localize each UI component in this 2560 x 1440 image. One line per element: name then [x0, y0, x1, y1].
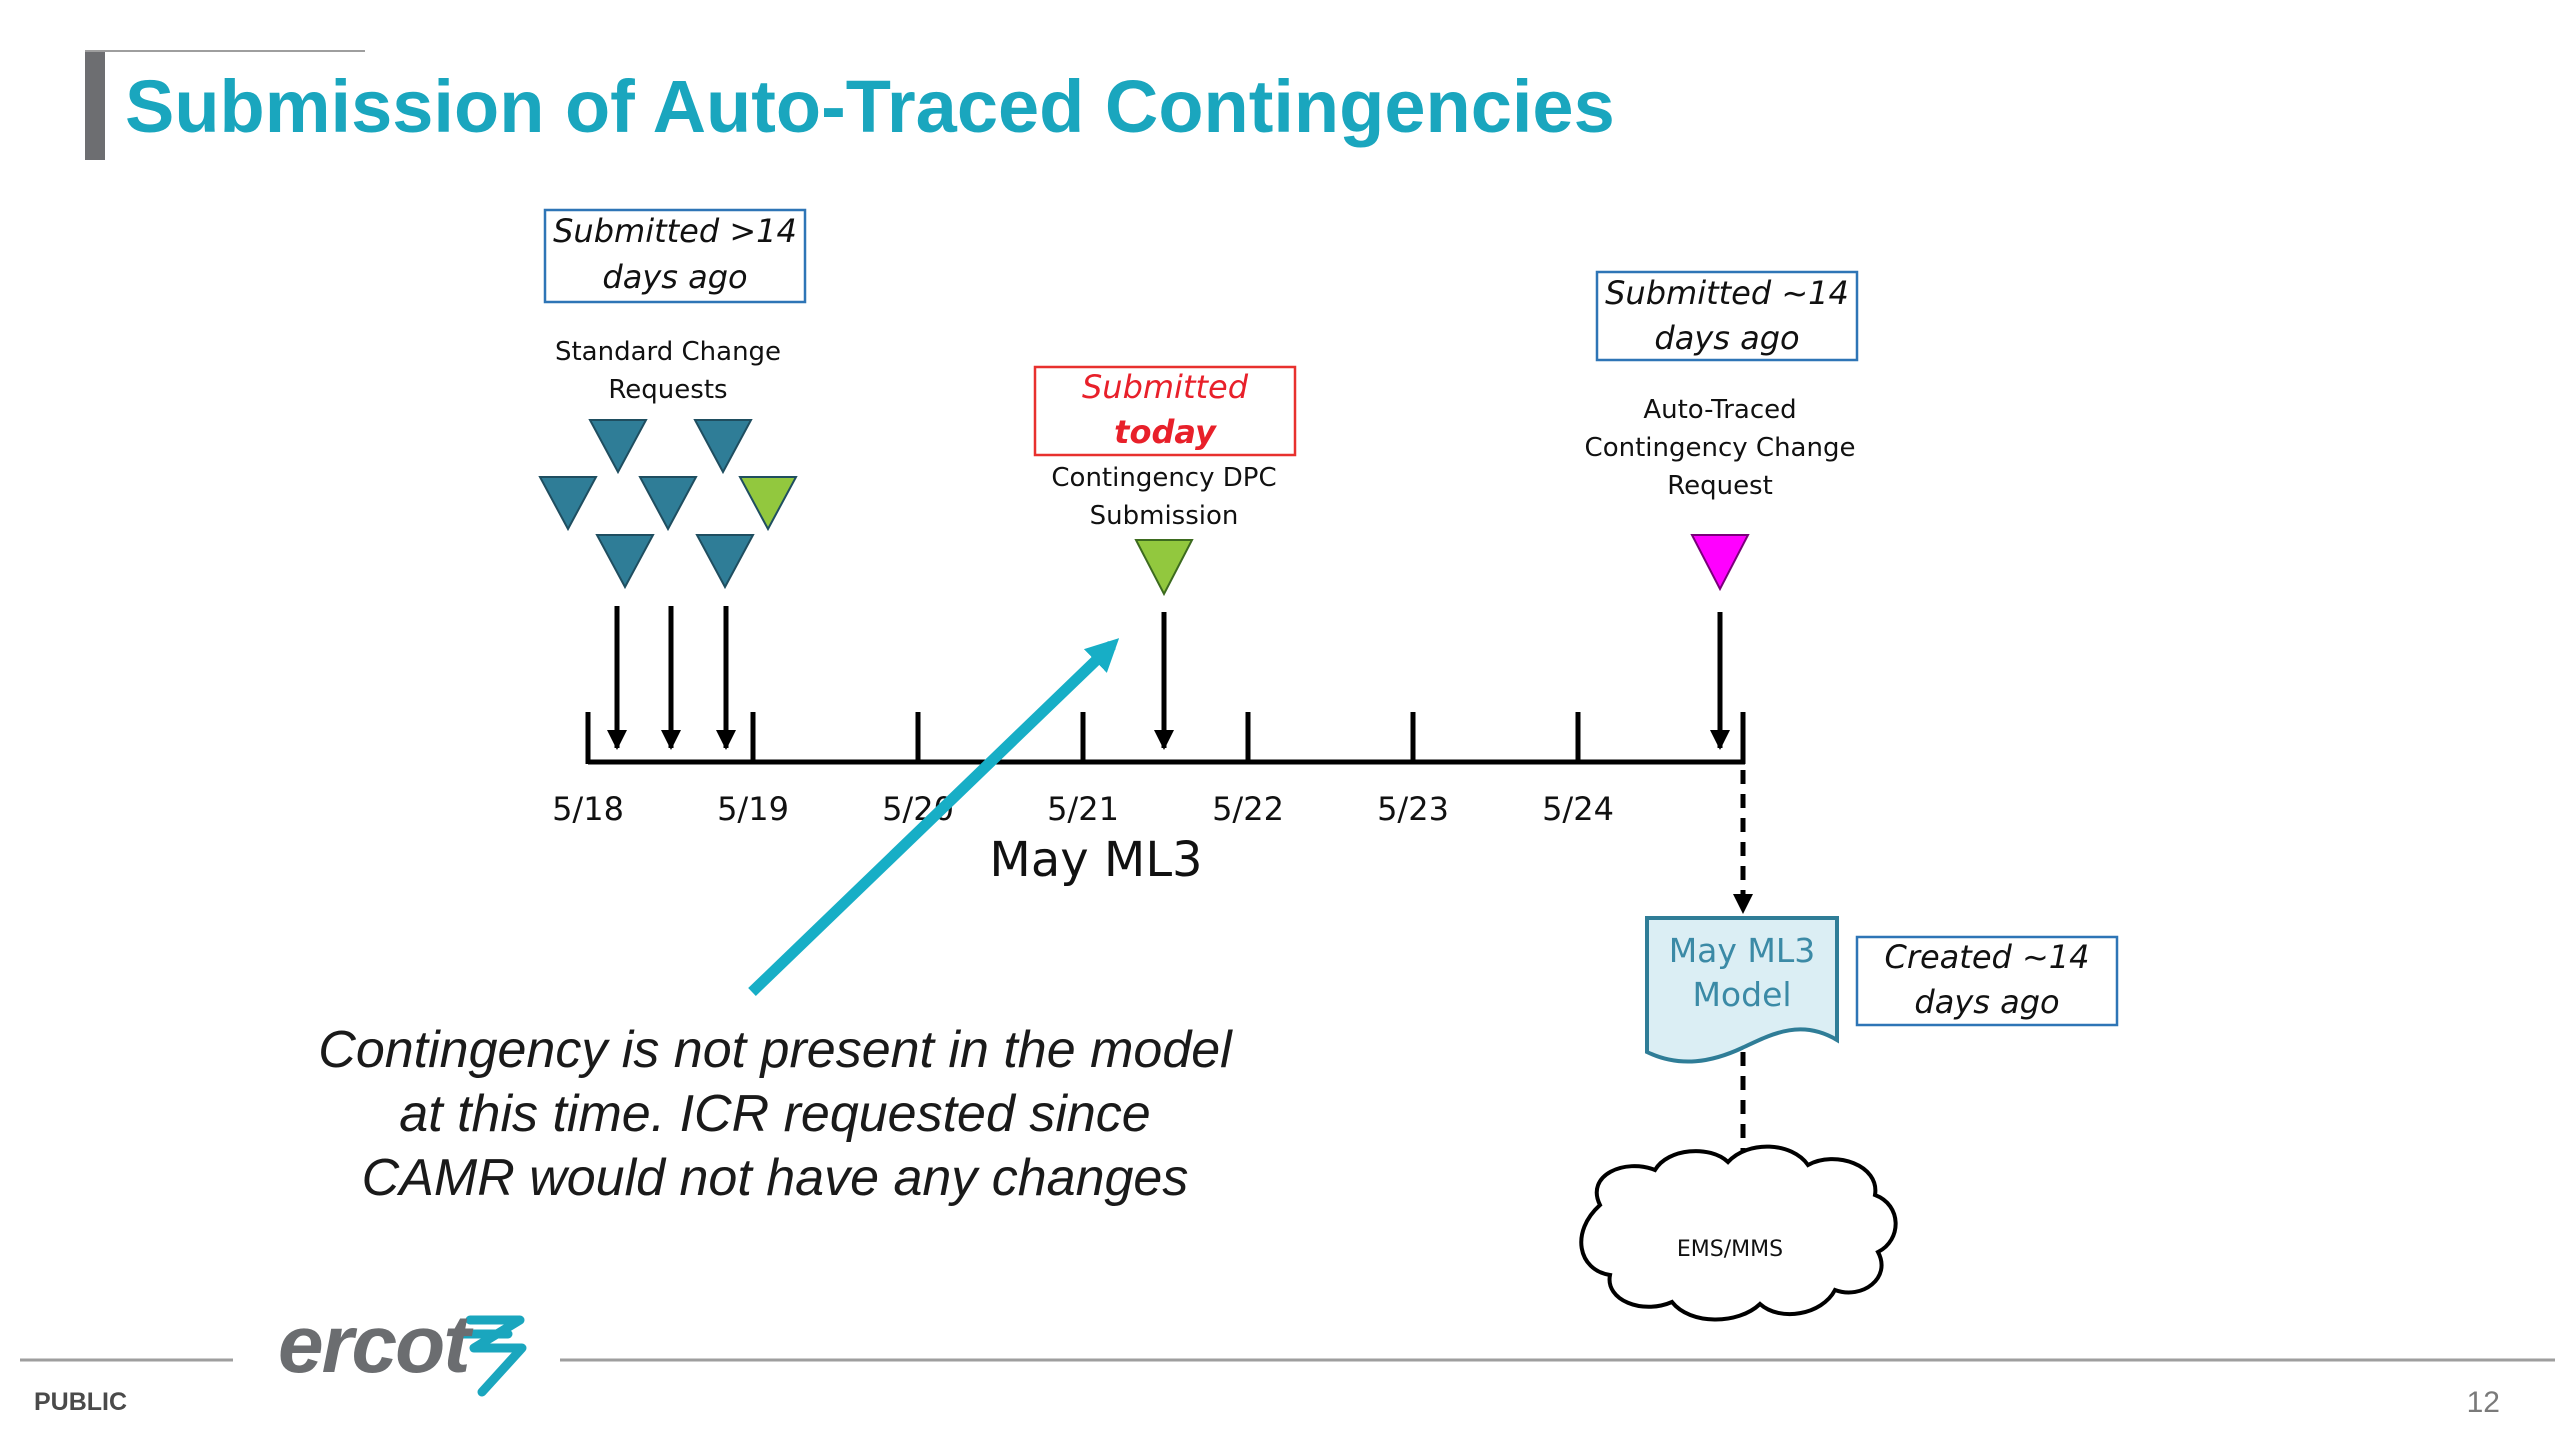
title-accent-bar [85, 52, 105, 160]
ems-label: EMS/MMS [1677, 1237, 1783, 1262]
model-doc-line-1: May ML3 [1669, 931, 1816, 970]
standard-request-markers [538, 419, 798, 590]
teal-triangle-marker [695, 534, 755, 590]
auto-label-line-3: Request [1667, 471, 1773, 501]
dpc-submitted-box: Submitted today [1033, 365, 1297, 457]
date-label: 5/18 [552, 790, 624, 828]
green-triangle-marker [738, 476, 798, 532]
dpc-box-line-2: today [1114, 413, 1217, 451]
dpc-box-line-1: Submitted [1082, 368, 1249, 406]
date-label: 5/21 [1047, 790, 1119, 828]
ercot-logo-text: ercot [278, 1299, 471, 1390]
note-line: Contingency is not present in the model [318, 1021, 1232, 1079]
dpc-label-line-1: Contingency DPC [1051, 463, 1276, 493]
auto-submitted-box: Submitted ~14 days ago [1595, 270, 1859, 362]
cyan-pointer-arrow [748, 638, 1120, 996]
auto-box-line-1: Submitted ~14 [1605, 274, 1849, 312]
contingency-note: Contingency is not present in the model … [255, 1018, 1295, 1210]
magenta-triangle-marker [1690, 534, 1750, 592]
teal-triangle-marker [588, 419, 648, 475]
teal-triangle-marker [638, 476, 698, 532]
model-doc-line-2: Model [1692, 975, 1791, 1014]
standard-box-line-2: days ago [602, 258, 747, 296]
date-label: 5/19 [717, 790, 789, 828]
date-label: 5/22 [1212, 790, 1284, 828]
dpc-label-line-2: Submission [1090, 501, 1239, 531]
ems-cloud-shape: EMS/MMS [1579, 1144, 1898, 1322]
standard-label-line-1: Standard Change [555, 337, 781, 367]
standard-label-line-2: Requests [608, 375, 727, 405]
model-box-line-1: Created ~14 [1884, 938, 2089, 976]
ercot-logo-mark [457, 1315, 527, 1397]
page-number: 12 [2466, 1386, 2500, 1419]
standard-box-line-1: Submitted >14 [553, 212, 797, 250]
auto-box-line-2: days ago [1654, 319, 1799, 357]
footer-public-label: PUBLIC [34, 1388, 128, 1416]
model-created-box: Created ~14 days ago [1855, 935, 2119, 1027]
teal-triangle-marker [595, 534, 655, 590]
slide-title: Submission of Auto-Traced Contingencies [125, 65, 1615, 148]
model-box-line-2: days ago [1914, 983, 2059, 1021]
timeline-title: May ML3 [989, 832, 1202, 888]
title-top-rule [85, 50, 365, 52]
auto-label-line-1: Auto-Traced [1643, 395, 1796, 425]
timeline-axis [585, 712, 1746, 765]
timeline-date-labels: 5/18 5/19 5/20 5/21 5/22 5/23 5/24 [552, 790, 1614, 828]
model-document-shape: May ML3 Model [1645, 916, 1839, 1064]
note-line: CAMR would not have any changes [361, 1149, 1189, 1207]
standard-submitted-box: Submitted >14 days ago [543, 208, 807, 304]
note-line: at this time. ICR requested since [399, 1085, 1151, 1143]
date-label: 5/23 [1377, 790, 1449, 828]
green-triangle-marker [1134, 539, 1194, 597]
date-label: 5/24 [1542, 790, 1614, 828]
teal-triangle-marker [693, 419, 753, 475]
auto-label-line-2: Contingency Change [1585, 433, 1856, 463]
teal-triangle-marker [538, 476, 598, 532]
